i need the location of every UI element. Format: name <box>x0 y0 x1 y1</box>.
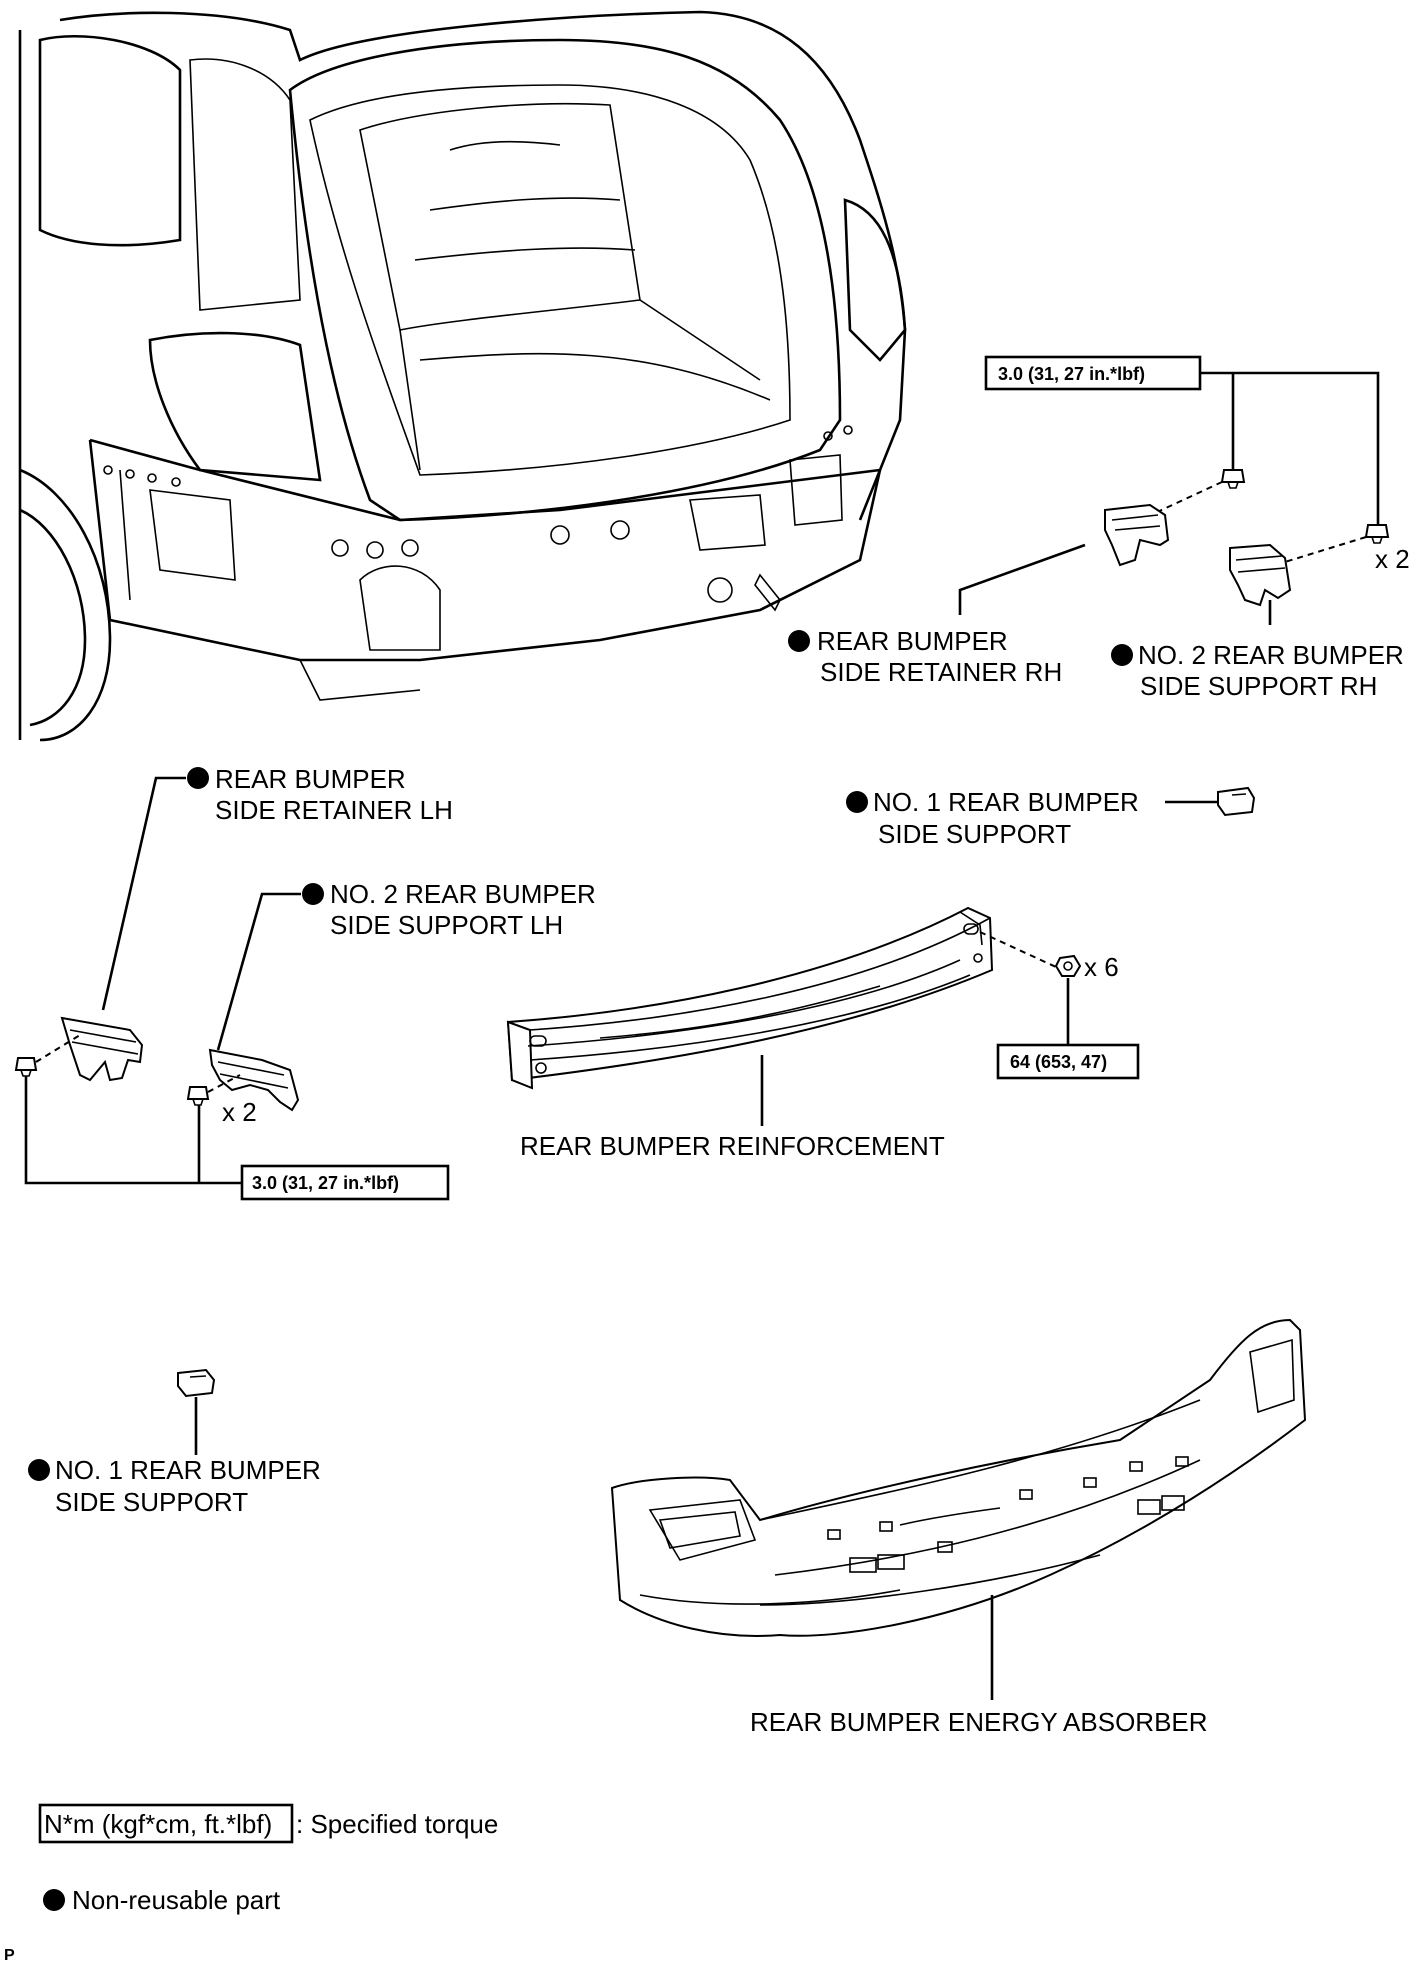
bolt-icon <box>1220 469 1246 489</box>
label-reinforcement: REAR BUMPER REINFORCEMENT <box>520 1131 945 1161</box>
label-support2-rh-line2: SIDE SUPPORT RH <box>1140 671 1377 701</box>
rh-retainer-group: 3.0 (31, 27 in.*lbf) x 2 REAR B <box>788 355 1410 701</box>
no2-rear-bumper-side-support-rh-part <box>1229 543 1292 607</box>
label-support2-lh-line2: SIDE SUPPORT LH <box>330 910 563 940</box>
label-support2-rh-line1: NO. 2 REAR BUMPER <box>1138 640 1404 670</box>
label-support1-lower-line2: SIDE SUPPORT <box>55 1487 248 1517</box>
support1-lower-group: NO. 1 REAR BUMPER SIDE SUPPORT <box>28 1368 321 1517</box>
torque-box-rh <box>984 355 1202 391</box>
no1-rear-bumper-side-support-lower-part <box>177 1368 216 1398</box>
quantity-rh-bolts: x 2 <box>1375 544 1410 574</box>
label-support1-upper-line2: SIDE SUPPORT <box>878 819 1071 849</box>
label-retainer-lh-line1: REAR BUMPER <box>215 764 406 794</box>
non-reusable-icon <box>43 1889 65 1911</box>
label-retainer-lh-line2: SIDE RETAINER LH <box>215 795 453 825</box>
rear-bumper-reinforcement-part <box>506 906 994 1090</box>
lh-retainer-group: REAR BUMPER SIDE RETAINER LH NO. 2 REAR … <box>14 764 596 1201</box>
no2-rear-bumper-side-support-lh-part <box>208 1048 300 1112</box>
label-support1-lower-line1: NO. 1 REAR BUMPER <box>55 1455 321 1485</box>
corner-mark: P <box>4 1947 15 1963</box>
label-support1-upper-line1: NO. 1 REAR BUMPER <box>873 787 1139 817</box>
label-support2-lh-line1: NO. 2 REAR BUMPER <box>330 879 596 909</box>
legend: N*m (kgf*cm, ft.*lbf) : Specified torque… <box>38 1803 498 1915</box>
no1-rear-bumper-side-support-upper-part <box>1217 786 1256 817</box>
bolt-icon <box>14 1057 38 1077</box>
label-retainer-rh-line2: SIDE RETAINER RH <box>820 657 1062 687</box>
bolt-icon <box>186 1086 210 1106</box>
absorber-group: REAR BUMPER ENERGY ABSORBER <box>610 1318 1307 1737</box>
support1-upper-group: NO. 1 REAR BUMPER SIDE SUPPORT <box>846 786 1256 849</box>
torque-value-rh: 3.0 (31, 27 in.*lbf) <box>998 364 1145 384</box>
torque-box-lh <box>240 1164 450 1201</box>
reinforcement-group: x 6 64 (653, 47) REAR BUMPER REINFORCEME… <box>506 906 1140 1161</box>
non-reusable-icon <box>28 1459 50 1481</box>
rear-bumper-side-retainer-lh-part <box>60 1016 144 1082</box>
legend-torque-unit: N*m (kgf*cm, ft.*lbf) <box>44 1809 272 1839</box>
rear-bumper-energy-absorber-part <box>610 1318 1307 1637</box>
non-reusable-icon <box>302 883 324 905</box>
non-reusable-icon <box>788 630 810 652</box>
vehicle-rear-body <box>18 10 907 742</box>
legend-torque-desc: : Specified torque <box>296 1809 498 1839</box>
label-retainer-rh-line1: REAR BUMPER <box>817 626 1008 656</box>
non-reusable-icon <box>1111 644 1133 666</box>
torque-value-lh: 3.0 (31, 27 in.*lbf) <box>252 1173 399 1193</box>
legend-non-reusable: Non-reusable part <box>72 1885 281 1915</box>
label-absorber: REAR BUMPER ENERGY ABSORBER <box>750 1707 1208 1737</box>
quantity-lh-bolts: x 2 <box>222 1097 257 1127</box>
torque-box-reinforcement <box>996 1043 1140 1080</box>
non-reusable-icon <box>846 791 868 813</box>
rear-bumper-side-retainer-rh-part <box>1104 503 1170 567</box>
non-reusable-icon <box>187 767 209 789</box>
nut-icon <box>1054 954 1082 977</box>
bolt-icon <box>1364 524 1390 544</box>
legend-torque-box <box>38 1803 294 1844</box>
quantity-reinforcement-nuts: x 6 <box>1084 952 1119 982</box>
torque-value-reinforcement: 64 (653, 47) <box>1010 1052 1107 1072</box>
